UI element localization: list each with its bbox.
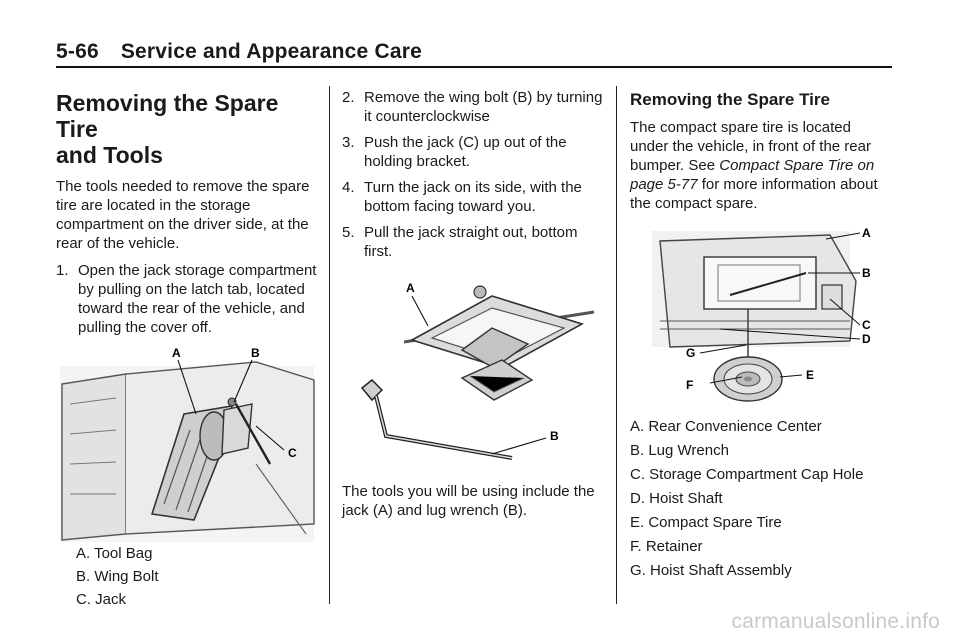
spare-tire-illustration: A B C D E F G [652, 226, 871, 402]
step-number: 5. [342, 224, 355, 241]
list-item: 3. Push the jack (C) up out of the holdin… [342, 133, 606, 171]
tool-bag-illustration: A B C [60, 346, 315, 542]
step-text: Push the jack (C) up out of the holding … [364, 134, 567, 170]
figure-label-a: A [406, 281, 415, 295]
legend-item: E. Compact Spare Tire [630, 514, 782, 531]
section-heading: Removing the Spare Tire and Tools [56, 90, 318, 168]
body-text: The compact spare tire is located under … [630, 119, 871, 174]
step-text: Remove the wing bolt (B) by turning it c… [364, 89, 603, 125]
legend-item: A. Tool Bag [76, 545, 153, 562]
figure-label-b: B [251, 346, 260, 360]
step-text: Open the jack storage compartment by pul… [78, 262, 317, 336]
intro-paragraph: The compact spare tire is located under … [630, 118, 892, 213]
legend-item: C. Storage Compartment Cap Hole [630, 466, 864, 483]
page-header: 5-66 Service and Appearance Care [56, 40, 422, 64]
figure-label-g: G [686, 346, 695, 360]
list-item: 1. Open the jack storage compartment by … [56, 261, 318, 337]
figure-label-c: C [862, 318, 871, 332]
legend-item: A. Rear Convenience Center [630, 418, 822, 435]
step-number: 4. [342, 179, 355, 196]
figure-label-b: B [550, 429, 559, 443]
figure-label-e: E [806, 368, 814, 382]
legend-item: B. Lug Wrench [630, 442, 729, 459]
legend-item: F. Retainer [630, 538, 703, 555]
step-text: Turn the jack on its side, with the bott… [364, 179, 582, 215]
step-number: 2. [342, 89, 355, 106]
step-number: 3. [342, 134, 355, 151]
figure-label-f: F [686, 378, 693, 392]
figure-label-b: B [862, 266, 871, 280]
closing-paragraph: The tools you will be using include the … [342, 483, 595, 519]
figure-label-a: A [172, 346, 181, 360]
step-text: Pull the jack straight out, bottom first… [364, 224, 578, 260]
figure-legend: A. Tool Bag B. Wing Bolt C. Jack [56, 544, 318, 609]
section-title: Service and Appearance Care [120, 40, 422, 63]
legend-item: G. Hoist Shaft Assembly [630, 562, 792, 579]
column-divider [329, 86, 330, 604]
column-3: Removing the Spare Tire The compact spar… [630, 88, 892, 585]
heading-line: and Tools [56, 142, 163, 168]
header-rule [56, 66, 892, 68]
column-divider [616, 86, 617, 604]
body-text: for more information about the compact s… [630, 176, 878, 212]
step-number: 1. [56, 262, 69, 279]
intro-paragraph: The tools needed to remove the spare tir… [56, 178, 310, 252]
column-2: 2. Remove the wing bolt (B) by turning it… [342, 88, 606, 528]
cross-reference-link[interactable]: Compact Spare Tire on page 5-77 [630, 157, 875, 193]
figure-legend: A. Rear Convenience Center B. Lug Wrench… [630, 417, 892, 580]
list-item: 4. Turn the jack on its side, with the bo… [342, 178, 606, 216]
legend-item: C. Jack [76, 591, 127, 608]
page-number: 5-66 [56, 40, 99, 63]
figure-label-a: A [862, 226, 871, 240]
steps-list: 1. Open the jack storage compartment by … [56, 261, 318, 337]
list-item: 2. Remove the wing bolt (B) by turning it… [342, 88, 606, 126]
section-heading: Removing the Spare Tire [630, 90, 830, 109]
column-1: Removing the Spare Tire and Tools The to… [56, 88, 318, 613]
heading-line: Removing the Spare Tire [56, 90, 279, 142]
figure-label-c: C [288, 446, 297, 460]
legend-item: D. Hoist Shaft [630, 490, 723, 507]
steps-list: 2. Remove the wing bolt (B) by turning it… [342, 88, 606, 261]
figure-label-d: D [862, 332, 871, 346]
jack-wrench-illustration: A B [360, 281, 595, 460]
list-item: 5. Pull the jack straight out, bottom fir… [342, 223, 606, 261]
watermark: carmanualsonline.info [731, 610, 940, 633]
legend-item: B. Wing Bolt [76, 568, 159, 585]
